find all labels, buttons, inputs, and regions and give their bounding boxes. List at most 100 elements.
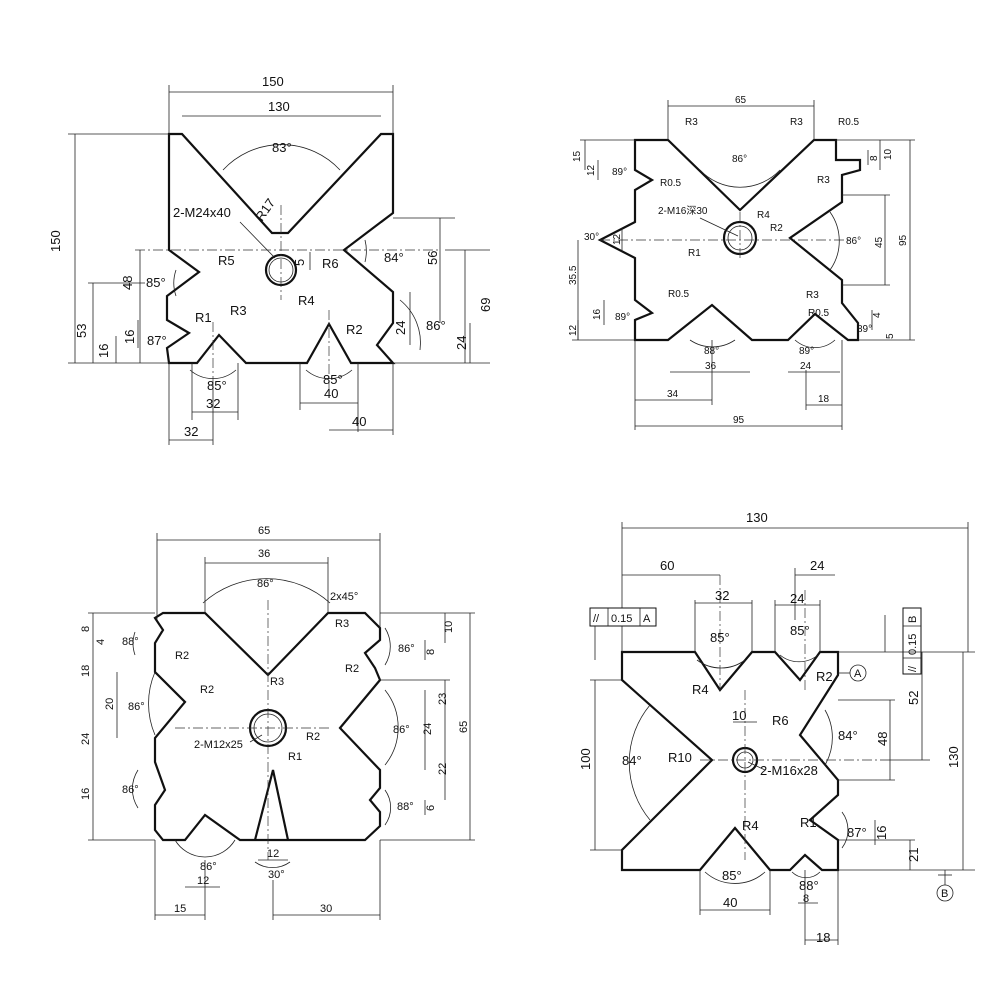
dim-24b-br: 24 xyxy=(790,591,804,606)
dim-12c-tr: 12 xyxy=(568,324,579,336)
angle-88-br: 88° xyxy=(799,878,819,893)
radius-r1-tr: R1 xyxy=(688,248,701,259)
dim-60-br: 60 xyxy=(660,558,674,573)
radius-r4-b-br: R4 xyxy=(742,818,759,833)
radius-r2-b-bl: R2 xyxy=(200,684,214,696)
radius-r4: R4 xyxy=(298,293,315,308)
angle-86-top-bl: 86° xyxy=(257,578,274,590)
radius-r2-br: R2 xyxy=(816,669,833,684)
angle-86-r-tr: 86° xyxy=(846,236,861,247)
angle-88-r-bl: 88° xyxy=(397,801,414,813)
radius-r3-b-bl: R3 xyxy=(270,676,284,688)
dim-48-br: 48 xyxy=(875,732,890,746)
radius-r10-br: R10 xyxy=(668,750,692,765)
dim-5-tr: 5 xyxy=(885,333,896,339)
angle-88-l-bl: 88° xyxy=(122,636,139,648)
dim-24r-bl: 24 xyxy=(422,723,434,735)
radius-r6-br: R6 xyxy=(772,713,789,728)
radius-r4-a-br: R4 xyxy=(692,682,709,697)
view-top-left: 150 130 150 83° R17 2-M24x40 R5 R6 84° 8… xyxy=(48,74,493,445)
dim-130-h-br: 130 xyxy=(946,746,961,768)
angle-86-b-bl: 86° xyxy=(200,861,217,873)
angle-30-bl: 30° xyxy=(268,869,285,881)
angle-87-br: 87° xyxy=(847,825,867,840)
dim-36-tr: 36 xyxy=(705,361,717,372)
dim-12-slot-bl: 12 xyxy=(267,848,279,860)
angle-87: 87° xyxy=(147,333,167,348)
radius-r05-d: R0.5 xyxy=(808,308,830,319)
radius-r2: R2 xyxy=(346,322,363,337)
dim-10-bl: 10 xyxy=(443,621,455,633)
dim-100-br: 100 xyxy=(578,748,593,770)
angle-86-r2-bl: 86° xyxy=(393,724,410,736)
dim-4-bl: 4 xyxy=(95,639,107,645)
dim-32b: 32 xyxy=(184,424,198,439)
dim-8-bl: 8 xyxy=(80,626,92,632)
radius-r1-bl: R1 xyxy=(288,751,302,763)
angle-89-bl-tr: 89° xyxy=(615,312,630,323)
angle-89-tl-tr: 89° xyxy=(612,167,627,178)
datum-b-label: B xyxy=(941,888,948,900)
dim-32-br: 32 xyxy=(715,588,729,603)
dim-65-bl: 65 xyxy=(258,525,270,537)
dim-24b: 24 xyxy=(454,336,469,350)
radius-r6: R6 xyxy=(322,256,339,271)
radius-r05-b: R0.5 xyxy=(660,178,682,189)
dim-36-bl: 36 xyxy=(258,548,270,560)
angle-89-b-tr: 89° xyxy=(799,346,814,357)
dim-95-w-tr: 95 xyxy=(733,415,745,426)
tol-b-value: 0.15 xyxy=(907,634,919,655)
angle-85-b1: 85° xyxy=(207,378,227,393)
radius-r1: R1 xyxy=(195,310,212,325)
angle-83: 83° xyxy=(272,140,292,155)
angle-85-left: 85° xyxy=(146,275,166,290)
dim-65-h-bl: 65 xyxy=(458,721,470,733)
dim-16: 16 xyxy=(96,344,111,358)
dim-52-br: 52 xyxy=(906,691,921,705)
view-bottom-left: 65 36 86° 2x45° R3 R3 8 4 88° R2 18 R2 2… xyxy=(80,525,475,920)
dim-65-tr: 65 xyxy=(735,95,747,106)
tolerance-frame-b xyxy=(902,607,922,675)
angle-85-b-br: 85° xyxy=(722,868,742,883)
dim-24-top-br: 24 xyxy=(810,558,824,573)
dim-8r-bl: 8 xyxy=(425,649,437,655)
dim-24-tr: 24 xyxy=(800,361,812,372)
angle-30-tr: 30° xyxy=(584,232,599,243)
tol-a-ref: A xyxy=(643,613,651,625)
dim-20-bl: 20 xyxy=(104,698,116,710)
dim-16-tr: 16 xyxy=(592,308,603,320)
radius-r17: R17 xyxy=(252,196,278,224)
dim-18-tr: 18 xyxy=(818,394,830,405)
angle-84-r-br: 84° xyxy=(838,728,858,743)
angle-86-l2-bl: 86° xyxy=(122,784,139,796)
angle-89-br-tr: 89° xyxy=(857,324,872,335)
dim-16-bl: 16 xyxy=(80,788,92,800)
dim-16b: 16 xyxy=(122,330,137,344)
thread-label-bl: 2-M12x25 xyxy=(194,739,243,751)
dim-40: 40 xyxy=(324,386,338,401)
dim-12b-bl: 12 xyxy=(197,875,209,887)
radius-r5: R5 xyxy=(218,253,235,268)
dim-4-tr: 4 xyxy=(872,312,883,318)
chamfer-bl: 2x45° xyxy=(330,591,358,603)
dim-34-tr: 34 xyxy=(667,389,679,400)
view-bottom-right: 130 60 24 32 24 // 0.15 A // 0.15 B 85° … xyxy=(578,510,975,945)
tol-a-symbol: // xyxy=(593,613,600,625)
angle-85-2-br: 85° xyxy=(790,623,810,638)
dim-10-tr: 10 xyxy=(883,148,894,160)
dim-35-5-tr: 35.5 xyxy=(568,265,579,285)
dim-53: 53 xyxy=(74,324,89,338)
angle-86-l-bl: 86° xyxy=(128,701,145,713)
radius-r4-tr: R4 xyxy=(757,210,770,221)
dim-21-br: 21 xyxy=(906,848,921,862)
die-outline-bl xyxy=(153,611,382,842)
angle-86-top-tr: 86° xyxy=(732,154,747,165)
datum-a-label: A xyxy=(854,668,862,680)
dim-40b: 40 xyxy=(352,414,366,429)
dim-150-height: 150 xyxy=(48,230,63,252)
die-outline-br xyxy=(620,650,840,872)
thread-label-br: 2-M16x28 xyxy=(760,763,818,778)
radius-r05-c: R0.5 xyxy=(668,289,690,300)
thread-label-tl: 2-M24x40 xyxy=(173,205,231,220)
dim-10-br: 10 xyxy=(732,708,746,723)
